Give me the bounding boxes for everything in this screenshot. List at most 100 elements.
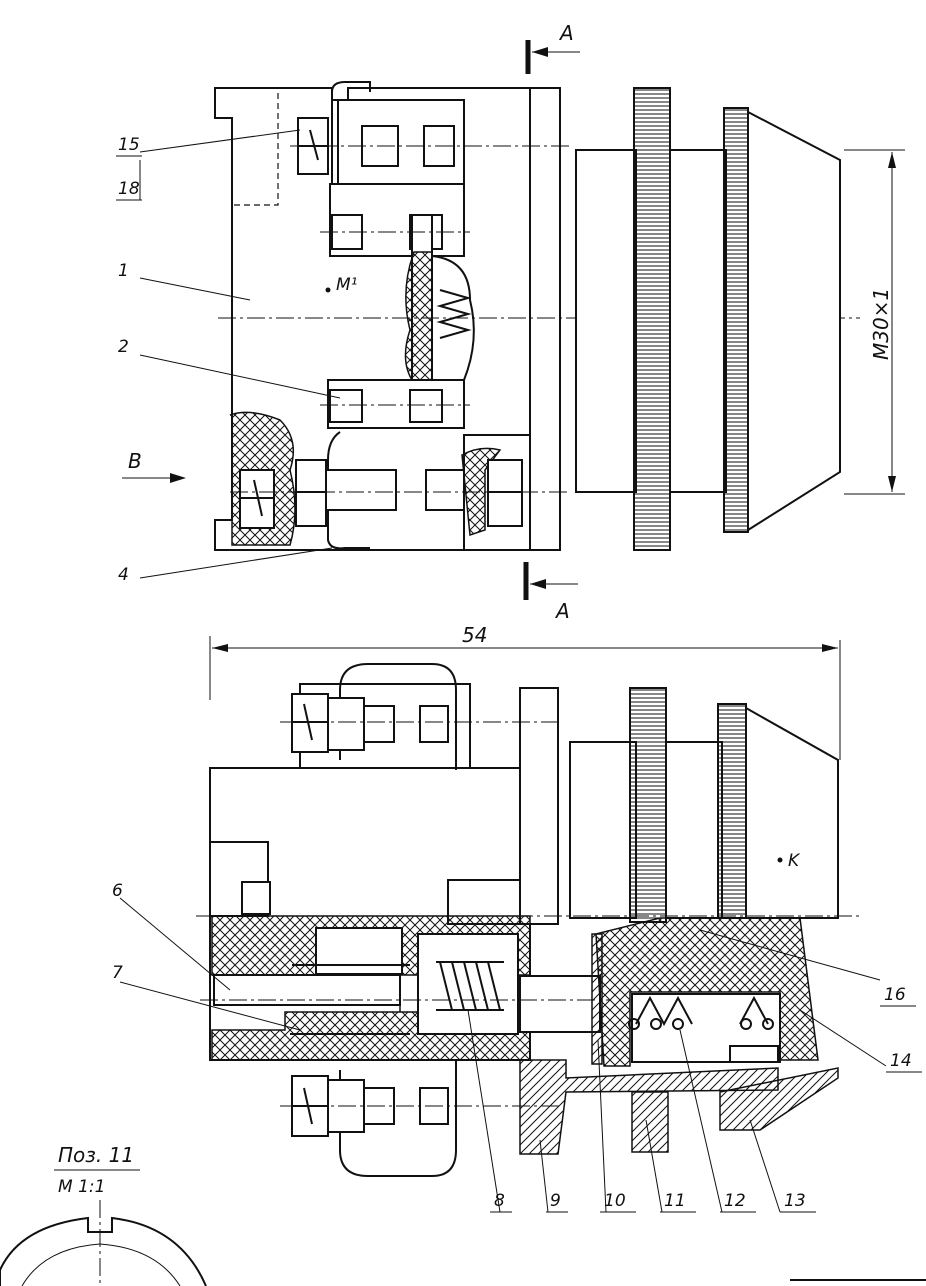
label-1: 1 — [118, 261, 129, 281]
label-11: 11 — [664, 1191, 686, 1211]
section-upper-nut — [327, 697, 365, 751]
leader-7 — [119, 981, 301, 1031]
detail-inner-circle — [21, 1243, 181, 1286]
spring-housing-8 — [417, 933, 519, 1035]
section-arrow-top-head — [532, 47, 548, 57]
ball-4 — [740, 1018, 752, 1030]
label-18: 18 — [118, 179, 140, 199]
label-2: 2 — [118, 337, 129, 357]
knurled-ring-1 — [633, 87, 671, 551]
upper-clamp — [331, 81, 371, 211]
section-upper-stud-2 — [419, 705, 449, 743]
section-flange — [519, 687, 559, 925]
point-m1-dot — [325, 287, 331, 293]
point-k-dot — [777, 857, 783, 863]
section-label-top: A — [558, 21, 574, 45]
label-6: 6 — [112, 881, 123, 901]
threaded-body — [575, 149, 637, 493]
guide-10 — [591, 933, 603, 1065]
section-threaded-body — [569, 741, 637, 919]
label-7: 7 — [112, 963, 123, 983]
leader-13 — [749, 1119, 781, 1213]
spring-12-coils — [635, 995, 769, 1027]
leader-11 — [645, 1119, 663, 1213]
label-9: 9 — [550, 1191, 561, 1211]
lower-right-hatch — [461, 447, 502, 537]
detail-outer-circle — [0, 1216, 207, 1286]
ball-1 — [628, 1018, 640, 1030]
section-label-bottom: A — [554, 599, 570, 623]
spring-coil — [436, 289, 472, 339]
leader-15 — [139, 129, 301, 153]
label-4: 4 — [118, 565, 129, 585]
section-lower-clamp — [339, 1060, 457, 1177]
cone-cap — [747, 110, 841, 532]
broken-out-section — [404, 251, 433, 381]
section-small-block — [241, 881, 271, 915]
lower-clamp — [327, 431, 370, 550]
point-m1-label: M¹ — [336, 275, 357, 295]
lower-screw-2b — [409, 389, 443, 423]
section-knurl-1 — [629, 687, 667, 923]
section-arrow-bottom-head — [530, 579, 546, 589]
section-view: 54 K — [196, 623, 860, 1177]
label-13: 13 — [784, 1191, 806, 1211]
spacer — [669, 149, 727, 493]
ball-3 — [672, 1018, 684, 1030]
chamber-inner — [729, 1045, 779, 1063]
label-12: 12 — [724, 1191, 746, 1211]
leader-8 — [467, 1009, 501, 1213]
leader-12 — [679, 1029, 723, 1213]
spring-8-coils — [436, 961, 504, 1011]
section-upper-stud — [363, 705, 395, 743]
label-10: 10 — [604, 1191, 626, 1211]
top-view: M30×1 A A B M¹ — [122, 21, 905, 623]
section-spacer — [665, 741, 723, 919]
label-18-underline — [116, 160, 142, 201]
flange-plate — [529, 87, 561, 551]
detail-pos-11: Поз. 11 М 1:1 — [0, 1143, 926, 1286]
detail-scale: М 1:1 — [58, 1177, 105, 1197]
leader-4 — [139, 547, 333, 579]
leader-14 — [799, 1009, 887, 1067]
label-8: 8 — [494, 1191, 505, 1211]
leader-16 — [699, 929, 881, 981]
thread-dim-line — [844, 149, 905, 495]
leader-1 — [139, 277, 251, 301]
label-15: 15 — [118, 135, 140, 155]
label-14: 14 — [890, 1051, 912, 1071]
thread-arrow-top — [888, 152, 896, 168]
ball-2 — [650, 1018, 662, 1030]
dim-value: 54 — [462, 623, 487, 647]
leader-2 — [139, 354, 341, 399]
leader-6 — [119, 897, 231, 991]
upper-terminal-block — [337, 99, 465, 185]
lower-cylinder — [325, 469, 397, 511]
lower-screw-2 — [329, 389, 363, 423]
inner-cavity — [315, 927, 403, 975]
section-cone — [745, 706, 839, 919]
leader-10 — [597, 1039, 607, 1213]
lower-left-screw-slot — [240, 479, 274, 517]
dim-arrow-left — [212, 644, 228, 652]
detail-title: Поз. 11 — [58, 1143, 134, 1167]
ball-5 — [762, 1018, 774, 1030]
top-view-labels: 15 18 1 2 4 — [116, 129, 341, 585]
leader-9 — [539, 1139, 549, 1213]
base-13 — [719, 1067, 839, 1131]
section-knurl-2 — [717, 703, 747, 919]
section-upper-clamp — [339, 663, 457, 770]
section-view-labels: 6 7 8 9 10 11 12 13 16 14 — [112, 881, 922, 1213]
label-16: 16 — [884, 985, 906, 1005]
dim-arrow-right — [822, 644, 838, 652]
spring-pocket — [431, 255, 475, 381]
hidden-cavity — [234, 90, 279, 206]
point-k-label: K — [788, 851, 801, 871]
knurled-ring-2 — [723, 107, 749, 533]
flange-slot — [519, 975, 601, 1033]
thread-label: M30×1 — [869, 288, 893, 360]
thread-arrow-bottom — [888, 476, 896, 492]
view-label: B — [128, 449, 142, 473]
view-arrow-head — [170, 473, 186, 483]
